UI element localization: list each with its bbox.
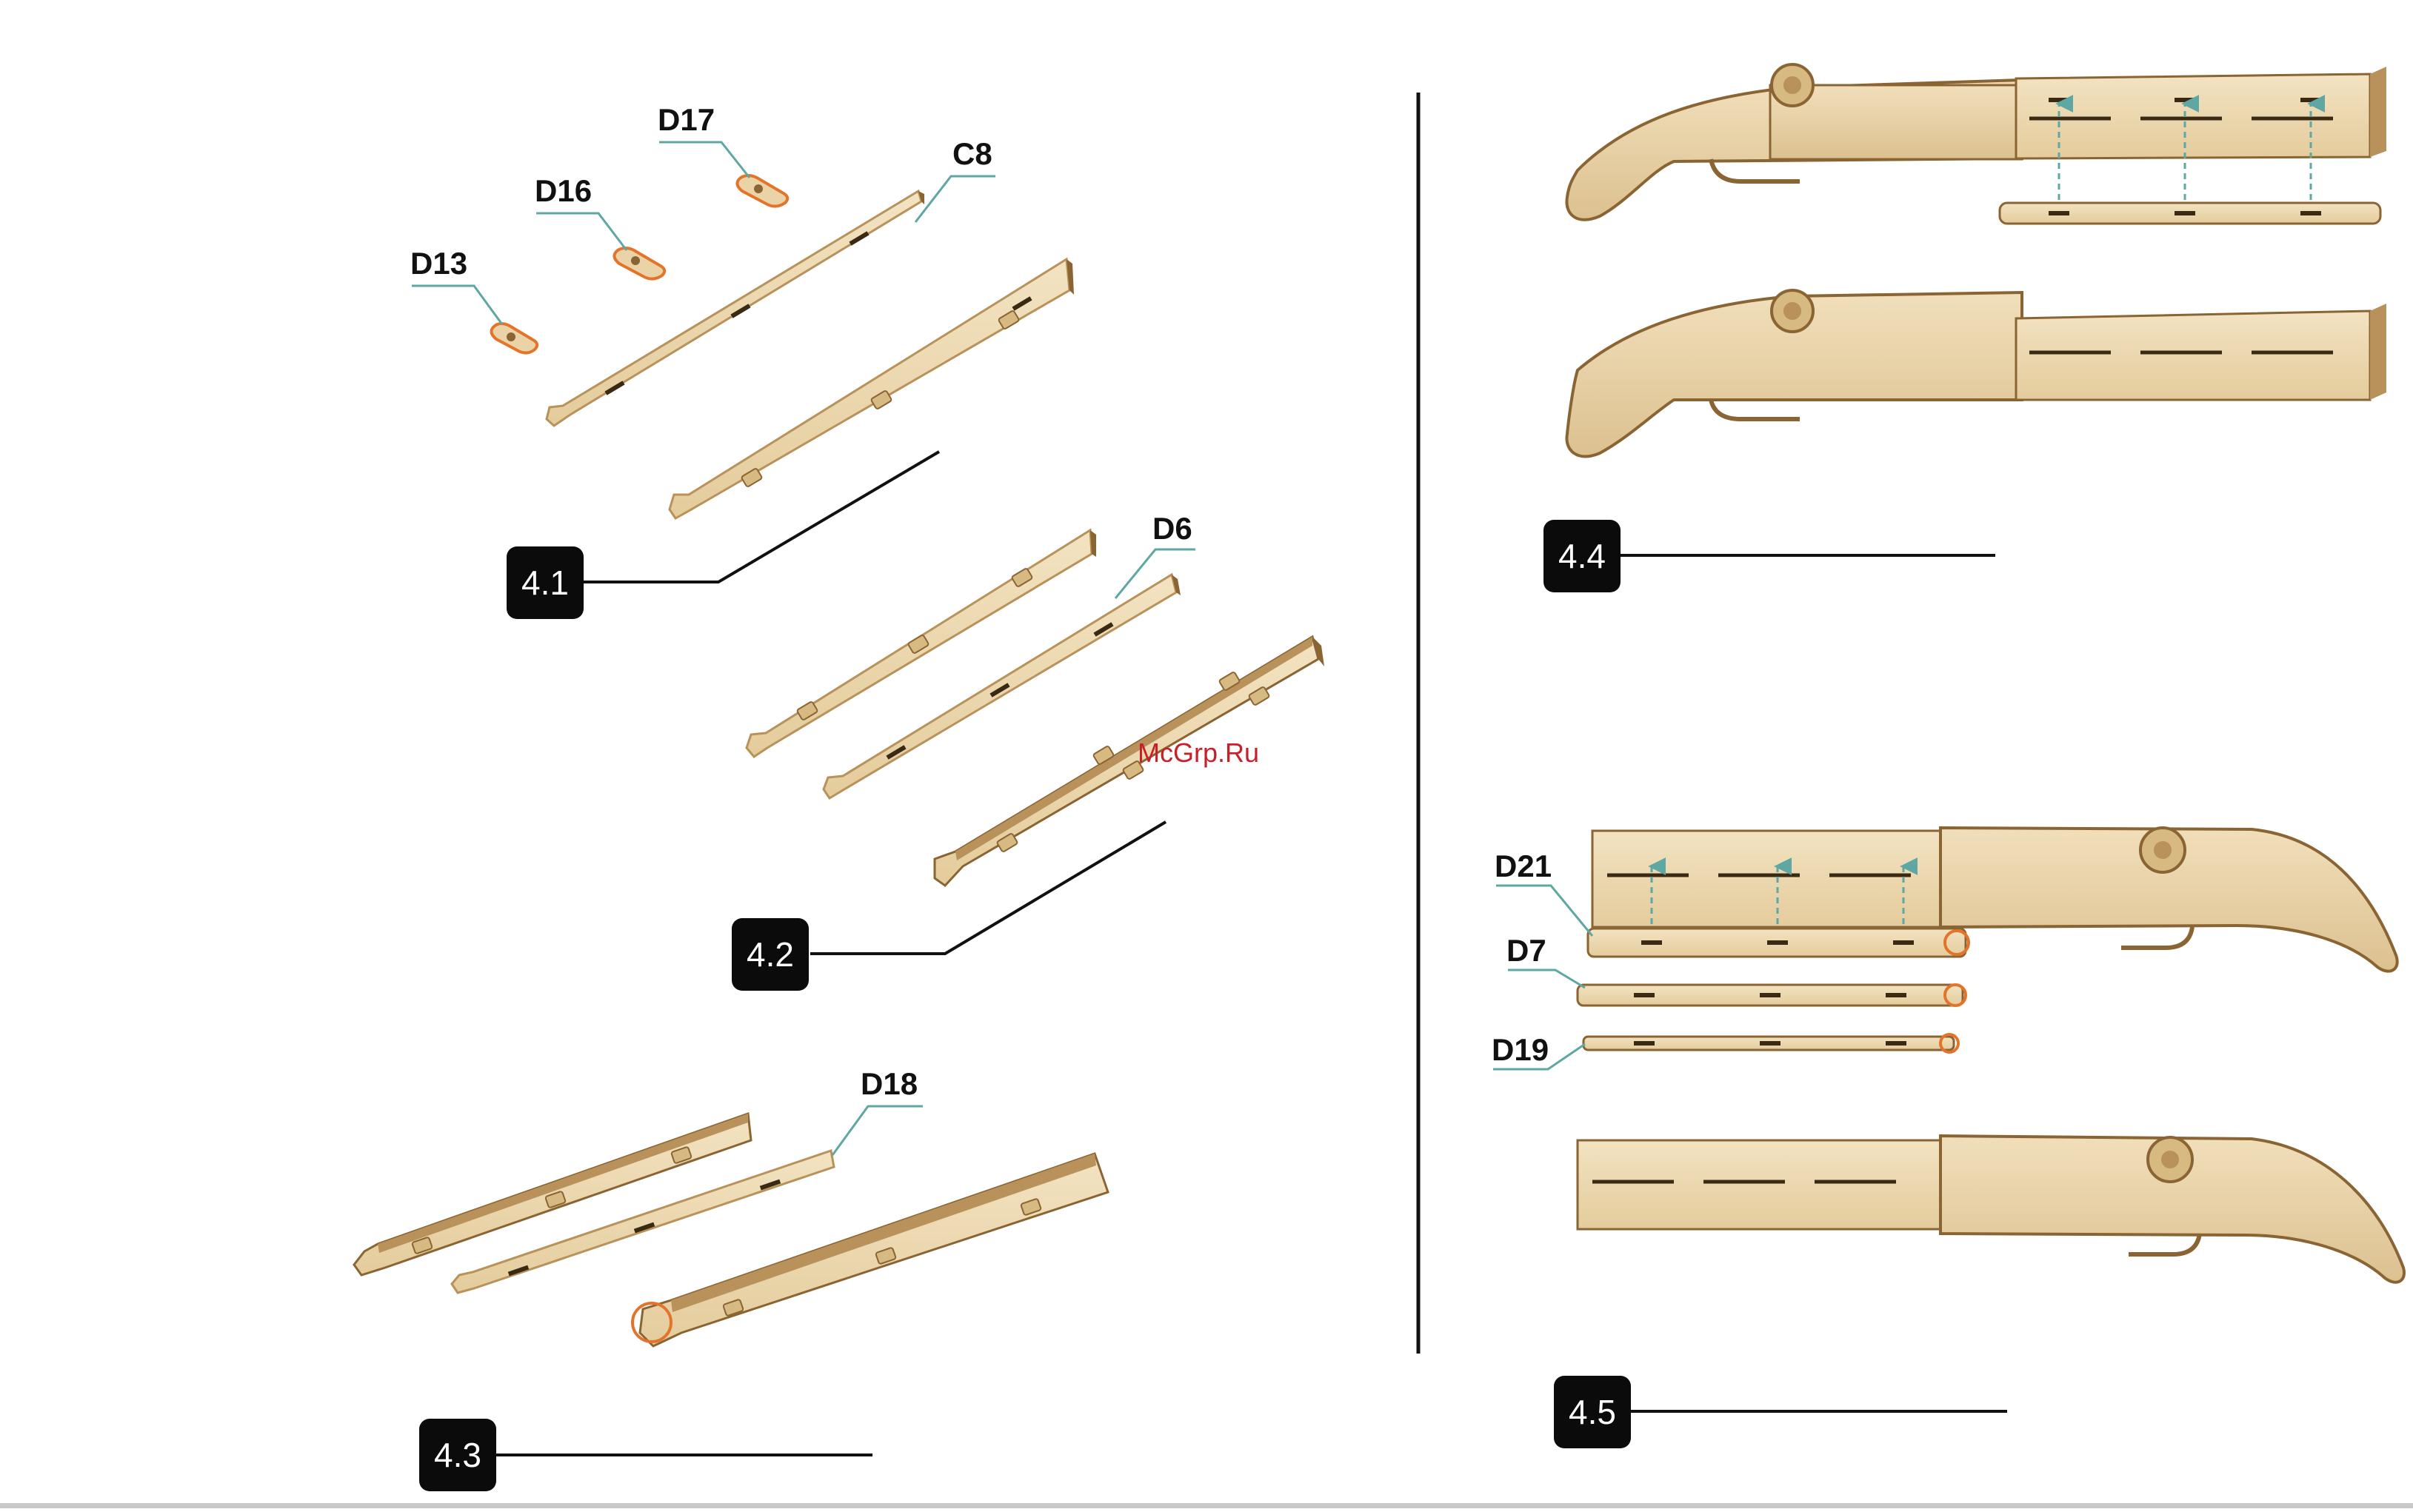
step-badge-4-3: 4.3 — [419, 1419, 496, 1491]
part-d21-strip — [1588, 929, 1969, 957]
step-badge-4-2: 4.2 — [732, 918, 809, 991]
step-4-5-gun-bottom — [1578, 1136, 2404, 1282]
part-label-d18: D18 — [861, 1066, 918, 1102]
part-d17-piece — [737, 175, 787, 207]
part-label-d19: D19 — [1492, 1032, 1549, 1068]
part-d13-piece — [491, 324, 537, 353]
watermark-text: McGrp.Ru — [1138, 737, 1259, 769]
part-label-d16: D16 — [535, 173, 592, 209]
part-label-d7: D7 — [1506, 933, 1546, 969]
part-bar-left — [747, 530, 1096, 757]
step-4-1-parts — [412, 142, 1074, 582]
part-label-c8: C8 — [952, 136, 992, 172]
step-4-3-parts — [354, 1106, 1108, 1346]
part-d7-strip — [1578, 985, 1966, 1006]
part-d19-strip — [1583, 1034, 1958, 1052]
step-badge-4-4: 4.4 — [1543, 520, 1621, 592]
part-label-d13: D13 — [410, 246, 467, 281]
part-bar-assembled — [935, 637, 1324, 886]
step-4-4-gun-top — [1566, 64, 2386, 224]
part-bar-with-pegs — [670, 259, 1074, 518]
part-label-d6: D6 — [1152, 511, 1192, 546]
step-badge-4-1: 4.1 — [507, 546, 584, 619]
part-bar-43-assembled — [633, 1154, 1108, 1346]
step-badge-4-5: 4.5 — [1554, 1376, 1631, 1448]
bottom-border — [0, 1503, 2413, 1508]
part-d16-piece — [614, 248, 664, 279]
step-4-4-gun-bottom — [1566, 290, 2386, 457]
part-label-d17: D17 — [658, 102, 715, 138]
part-label-d21: D21 — [1495, 849, 1552, 884]
